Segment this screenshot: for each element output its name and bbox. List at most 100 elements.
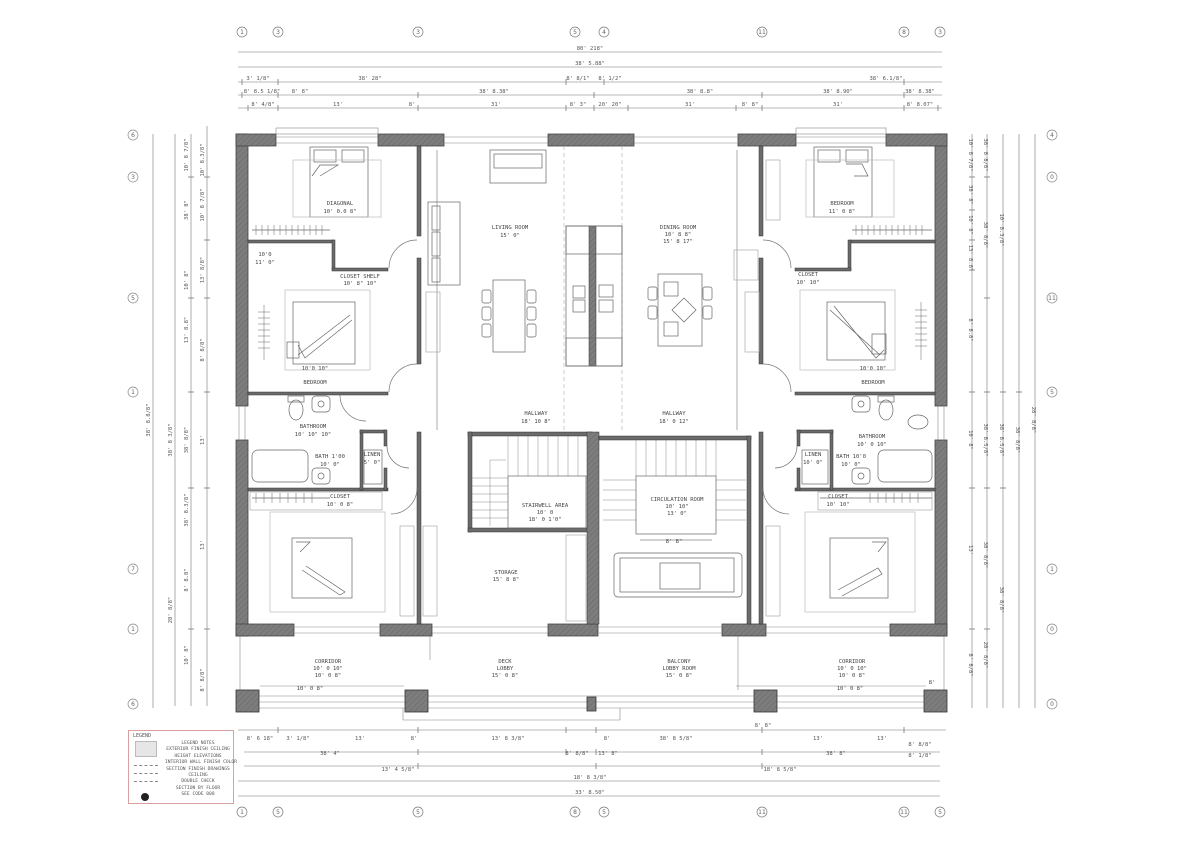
svg-text:HALLWAY: HALLWAY <box>662 411 686 417</box>
svg-text:CORRIDOR: CORRIDOR <box>839 659 866 665</box>
svg-text:DINING ROOM: DINING ROOM <box>660 225 697 231</box>
svg-text:10' 8": 10' 8" <box>184 645 190 665</box>
bottom-dimension-lines <box>238 727 946 797</box>
svg-text:8' 1/8": 8' 1/8" <box>908 753 931 759</box>
svg-text:8' 4/8": 8' 4/8" <box>251 102 274 108</box>
svg-text:33' 8.50": 33' 8.50" <box>575 790 605 796</box>
svg-text:10' 10": 10' 10" <box>796 280 819 286</box>
svg-text:7: 7 <box>131 566 135 573</box>
windows <box>238 127 945 634</box>
svg-text:5: 5 <box>1050 389 1054 396</box>
svg-text:8' 8": 8' 8" <box>292 89 309 95</box>
svg-text:8' 8.5 1/8": 8' 8.5 1/8" <box>244 89 280 95</box>
svg-text:8' 8/8": 8' 8/8" <box>200 338 206 361</box>
svg-text:13' 8": 13' 8" <box>598 751 618 757</box>
svg-text:13': 13' <box>967 545 973 555</box>
svg-text:LOBBY: LOBBY <box>497 666 514 672</box>
svg-text:38' 8/8": 38' 8/8" <box>982 222 988 249</box>
top-dimension-lines <box>238 51 942 111</box>
svg-text:10' 0 10": 10' 0 10" <box>857 442 887 448</box>
svg-text:13': 13' <box>333 102 343 108</box>
svg-text:5: 5 <box>573 29 577 36</box>
svg-text:CLOSET: CLOSET <box>828 494 849 500</box>
svg-text:3' 1/8": 3' 1/8" <box>246 76 269 82</box>
svg-text:3: 3 <box>938 29 942 36</box>
svg-text:BEDROOM: BEDROOM <box>861 380 885 386</box>
svg-text:10' 10": 10' 10" <box>826 502 849 508</box>
svg-text:8' 1/2": 8' 1/2" <box>598 76 621 82</box>
svg-text:38' 8 8/8": 38' 8 8/8" <box>982 138 988 171</box>
svg-text:BEDROOM: BEDROOM <box>303 380 327 386</box>
svg-text:11: 11 <box>1048 295 1056 302</box>
right-dimension-text: 10' 8 7/8" 38' 8" 10' 8" 13' 8.8" 8' 8.8… <box>967 138 1036 676</box>
legend-swatch-icon <box>135 741 157 757</box>
svg-text:8': 8' <box>411 736 418 742</box>
svg-text:38' 8.8/8": 38' 8.8/8" <box>146 403 152 436</box>
svg-text:10' 8 7/8": 10' 8 7/8" <box>200 188 206 221</box>
svg-text:5: 5 <box>131 295 135 302</box>
svg-text:15' 8 17": 15' 8 17" <box>663 239 693 245</box>
svg-text:28' 8/8": 28' 8/8" <box>168 597 174 624</box>
svg-text:10' 8 7/8": 10' 8 7/8" <box>184 138 190 171</box>
svg-text:LIVING ROOM: LIVING ROOM <box>492 225 529 231</box>
svg-text:HALLWAY: HALLWAY <box>524 411 548 417</box>
svg-text:8' 8": 8' 8" <box>666 539 683 545</box>
svg-text:1: 1 <box>1050 566 1054 573</box>
svg-text:38' 8.38": 38' 8.38" <box>905 89 935 95</box>
exterior-walls <box>235 133 948 637</box>
svg-text:3' 1/8": 3' 1/8" <box>286 736 309 742</box>
legend-dash-icon <box>134 773 158 774</box>
svg-text:18' 8 3/8": 18' 8 3/8" <box>573 775 606 781</box>
svg-text:10' 0 8": 10' 0 8" <box>839 673 866 679</box>
bottom-grid-labels: 1 5 5 8 5 11 11 5 <box>240 809 942 816</box>
svg-text:13': 13' <box>355 736 365 742</box>
bottom-dimension-text: 8' 6 18" 3' 1/8" 13' 8' 13' 8 3/8" 8' 38… <box>247 723 932 796</box>
svg-text:8' 3": 8' 3" <box>570 102 587 108</box>
porch <box>235 636 948 721</box>
svg-text:5: 5 <box>276 809 280 816</box>
svg-text:38' 28": 38' 28" <box>358 76 381 82</box>
svg-text:8: 8 <box>573 809 577 816</box>
svg-text:0: 0 <box>1050 174 1054 181</box>
svg-text:6: 6 <box>131 701 135 708</box>
svg-text:5: 5 <box>602 809 606 816</box>
svg-text:10' 8.3/8": 10' 8.3/8" <box>998 213 1004 246</box>
svg-text:LINEN: LINEN <box>364 452 381 458</box>
svg-text:13': 13' <box>813 736 823 742</box>
right-grid-markers <box>1046 129 1058 710</box>
svg-text:10' 0 8": 10' 0 8" <box>837 686 864 692</box>
svg-text:10' 8.3/8": 10' 8.3/8" <box>200 143 206 176</box>
svg-text:8': 8' <box>604 736 611 742</box>
svg-text:10' 0 8": 10' 0 8" <box>297 686 324 692</box>
svg-text:10' 8": 10' 8" <box>967 215 973 235</box>
furniture <box>249 146 933 622</box>
svg-text:10' 8 7/8": 10' 8 7/8" <box>967 138 973 171</box>
svg-text:10' 0": 10' 0" <box>320 462 340 468</box>
svg-text:10' 0: 10' 0 <box>537 510 554 516</box>
svg-text:38' 8/8": 38' 8/8" <box>982 542 988 569</box>
svg-text:8' 8.07": 8' 8.07" <box>907 102 934 108</box>
svg-text:CORRIDOR: CORRIDOR <box>315 659 342 665</box>
svg-text:38' 8.90": 38' 8.90" <box>823 89 853 95</box>
svg-text:10' 8" 10": 10' 8" 10" <box>343 281 376 287</box>
svg-text:10' 10" 10": 10' 10" 10" <box>295 432 331 438</box>
svg-text:15' 0 8": 15' 0 8" <box>492 673 519 679</box>
svg-text:10' 0 8": 10' 0 8" <box>327 502 354 508</box>
svg-text:CLOSET: CLOSET <box>330 494 351 500</box>
svg-text:10' 0 10": 10' 0 10" <box>313 666 343 672</box>
svg-text:31': 31' <box>685 102 695 108</box>
legend-dot-icon <box>141 793 149 801</box>
svg-text:BATHROOM: BATHROOM <box>859 434 886 440</box>
svg-text:80' 218": 80' 218" <box>577 46 604 52</box>
svg-text:0: 0 <box>1050 626 1054 633</box>
svg-text:38' 6.1/8": 38' 6.1/8" <box>869 76 902 82</box>
svg-text:13': 13' <box>877 736 887 742</box>
svg-text:BATHROOM: BATHROOM <box>300 424 327 430</box>
top-grid-markers <box>236 26 946 38</box>
svg-text:5: 5 <box>938 809 942 816</box>
svg-text:BATH 1'00: BATH 1'00 <box>315 454 345 460</box>
svg-text:38' 8": 38' 8" <box>184 200 190 220</box>
svg-text:CLOSET SHELF: CLOSET SHELF <box>340 274 380 280</box>
legend-items: LEGEND NOTES EXTERIOR FINISH CEILING HEI… <box>165 741 237 799</box>
svg-text:38' 5.88": 38' 5.88" <box>575 61 605 67</box>
